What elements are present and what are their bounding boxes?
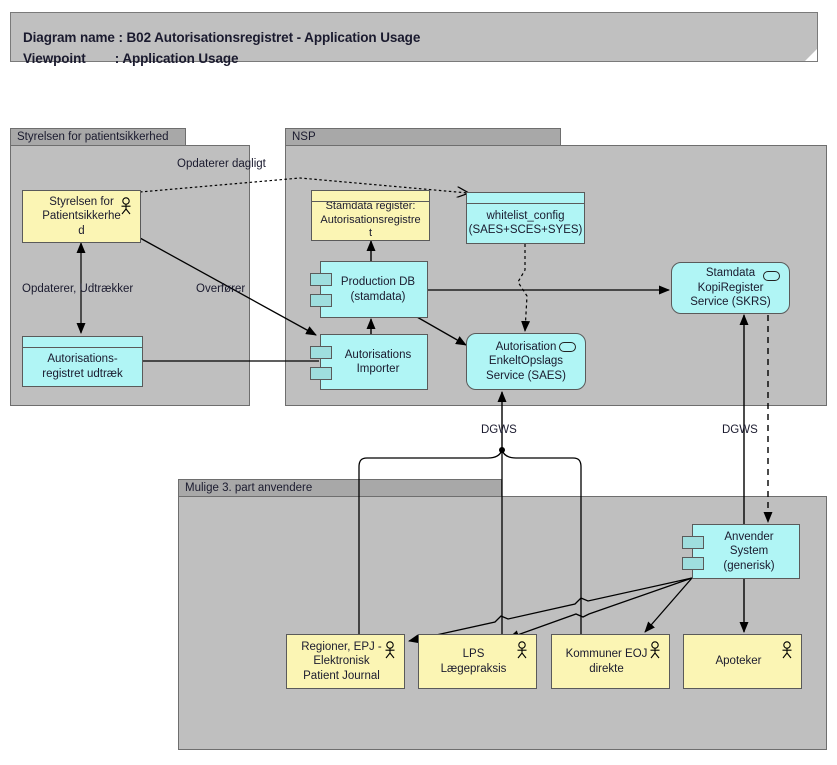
node-label: Styrelsen for Patientsikkerhe d: [42, 195, 121, 237]
node-autorisationsregistret-udtraek[interactable]: Autorisations- registret udtræk: [22, 336, 143, 387]
node-label: Production DB (stamdata): [340, 276, 416, 303]
viewpoint-line: Viewpoint : Application Usage: [23, 51, 239, 66]
actor-icon: [782, 641, 792, 659]
edge-label-opdaterer-dagligt: Opdaterer dagligt: [177, 158, 266, 170]
node-whitelist-config[interactable]: whitelist_config (SAES+SCES+SYES): [466, 192, 585, 244]
node-label: Apoteker: [715, 655, 762, 668]
node-autorisations-importer[interactable]: Autorisations Importer: [310, 334, 428, 390]
application-service-icon: [559, 342, 576, 352]
node-autorisation-enkeltopslags-service-saes[interactable]: Autorisation EnkeltOpslags Service (SAES…: [466, 333, 586, 390]
actor-icon: [121, 197, 131, 215]
junction-dgws-left: [499, 447, 505, 453]
application-service-icon: [763, 271, 780, 281]
node-lps-laegepraksis[interactable]: LPS Lægepraksis: [418, 634, 537, 689]
node-label: Autorisation EnkeltOpslags Service (SAES…: [486, 340, 566, 382]
node-label: Autorisations- registret udtræk: [42, 353, 123, 380]
edge-label-opdaterer-udtraekker: Opdaterer, Udtrækker: [22, 283, 134, 295]
diagram-title-banner: Diagram name : B02 Autorisationsregistre…: [10, 12, 818, 66]
node-stamdata-kopiregister-service-skrs[interactable]: Stamdata KopiRegister Service (SKRS): [671, 262, 790, 314]
group-mulige-3-part-anvendere[interactable]: Mulige 3. part anvendere: [178, 479, 827, 750]
node-label: Autorisations Importer: [344, 348, 412, 376]
component-tab-lower-icon: [682, 557, 704, 570]
group-tab-label: NSP: [285, 128, 561, 146]
node-production-db[interactable]: Production DB (stamdata): [310, 261, 428, 318]
component-tab-upper-icon: [310, 346, 332, 359]
edge-label-dgws-left: DGWS: [481, 424, 517, 436]
node-anvender-system-generisk[interactable]: Anvender System (generisk): [682, 524, 800, 579]
component-tab-lower-icon: [310, 367, 332, 380]
node-kommuner-eoj-direkte[interactable]: Kommuner EOJ direkte: [551, 634, 670, 689]
node-label: Anvender System (generisk): [723, 530, 775, 572]
node-label: whitelist_config (SAES+SCES+SYES): [468, 209, 583, 237]
group-tab-label: Styrelsen for patientsikkerhed: [10, 128, 186, 146]
actor-icon: [517, 641, 527, 659]
data-object-header-bar: [467, 193, 584, 204]
node-label: Kommuner EOJ direkte: [565, 648, 648, 675]
node-regioner-epj[interactable]: Regioner, EPJ - Elektronisk Patient Jour…: [286, 634, 405, 689]
edge-label-dgws-right: DGWS: [722, 424, 758, 436]
component-tab-lower-icon: [310, 294, 332, 307]
node-styrelsen-for-patientsikkerhed[interactable]: Styrelsen for Patientsikkerhe d: [22, 190, 141, 243]
group-tab-label: Mulige 3. part anvendere: [178, 479, 502, 497]
data-object-header-bar: [312, 191, 429, 202]
edge-label-overfoerer: Overfører: [196, 283, 246, 295]
node-stamdata-register-autorisationsregistret[interactable]: Stamdata register: Autorisationsregistre…: [311, 190, 430, 241]
actor-icon: [385, 641, 395, 659]
component-tab-upper-icon: [310, 273, 332, 286]
banner-folded-corner: [805, 49, 817, 61]
node-label: Stamdata KopiRegister Service (SKRS): [690, 267, 771, 309]
node-label: Stamdata register: Autorisationsregistre…: [320, 200, 421, 240]
node-label: Regioner, EPJ - Elektronisk Patient Jour…: [301, 640, 382, 682]
diagram-name-line: Diagram name : B02 Autorisationsregistre…: [23, 30, 421, 45]
data-object-header-bar: [23, 337, 142, 348]
actor-icon: [650, 641, 660, 659]
component-tab-upper-icon: [682, 536, 704, 549]
node-label: LPS Lægepraksis: [440, 648, 507, 675]
node-apoteker[interactable]: Apoteker: [683, 634, 802, 689]
